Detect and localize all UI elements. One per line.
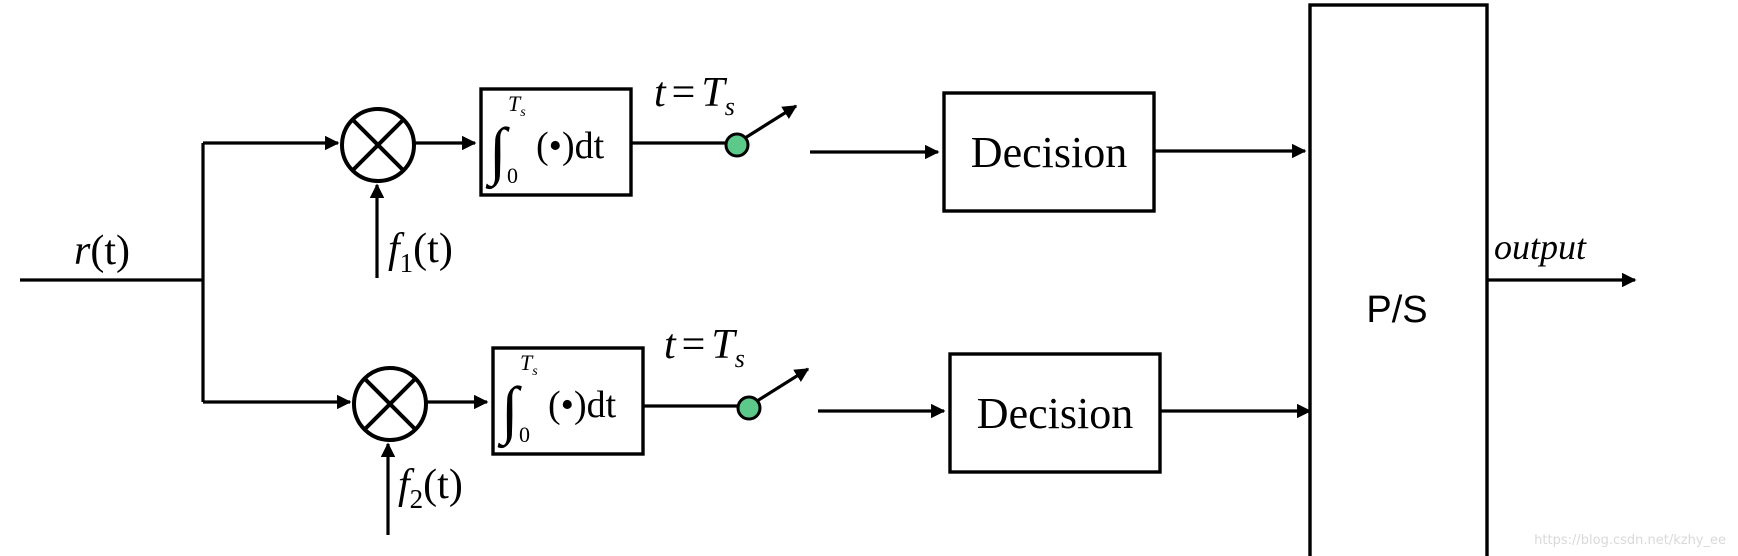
switch-2-contact	[736, 395, 762, 421]
ps-converter-label: P/S	[1366, 289, 1427, 331]
carrier-2-label: f2(t)	[398, 462, 463, 514]
sampling-switch-2	[736, 367, 810, 421]
ps-converter-box	[1308, 3, 1489, 556]
integrator-2-body: (•)dt	[548, 384, 617, 426]
switch-2-blade	[748, 367, 810, 408]
sampler-1-label: t=Ts	[654, 70, 735, 121]
integrator-1-lower-limit: 0	[507, 163, 518, 188]
decision-2-box	[948, 352, 1162, 474]
integrator-2: ∫ Ts 0 (•)dt	[491, 346, 645, 456]
sampling-switch-1	[724, 104, 798, 158]
switch-1-contact	[724, 132, 750, 158]
carrier-1-label: f1(t)	[388, 226, 453, 278]
branch-2: f2(t) ∫ Ts 0 (•)dt t=Ts Decision	[352, 322, 1312, 535]
input-label: r(t)	[74, 228, 130, 274]
branch-1: f1(t) ∫ Ts 0 (•)dt t=Ts Decision	[340, 70, 1307, 278]
integral-sign-icon: ∫	[485, 115, 510, 190]
integrator-2-upper-limit: Ts	[520, 350, 538, 379]
switch-1-blade	[736, 104, 798, 145]
integrator-2-lower-limit: 0	[519, 422, 530, 447]
integrator-1-upper-limit: Ts	[508, 91, 526, 120]
decision-1-box	[942, 91, 1156, 213]
integrator-1-body: (•)dt	[536, 125, 605, 167]
decision-1-label: Decision	[971, 128, 1127, 177]
multiplier-1	[340, 107, 416, 183]
integrator-1-box	[479, 87, 633, 197]
integral-sign-icon: ∫	[497, 374, 522, 449]
integrator-2-box	[491, 346, 645, 456]
decision-2-label: Decision	[977, 389, 1133, 438]
integrator-1: ∫ Ts 0 (•)dt	[479, 87, 633, 197]
output-label: output	[1494, 227, 1587, 267]
sampler-2-label: t=Ts	[664, 322, 745, 373]
watermark-text: https://blog.csdn.net/kzhy_ee	[1534, 533, 1726, 548]
multiplier-2	[352, 366, 428, 442]
